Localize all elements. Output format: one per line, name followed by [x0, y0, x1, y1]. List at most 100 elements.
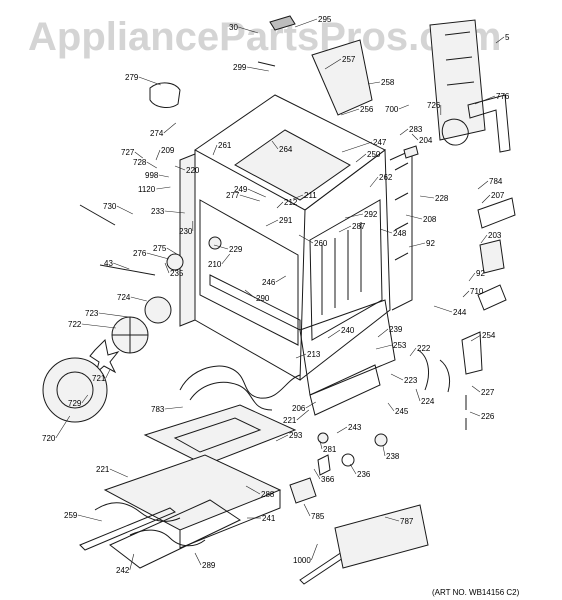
callout-783: 783 [151, 405, 165, 414]
leader-295 [294, 18, 318, 28]
leader-30 [238, 26, 259, 34]
callout-274: 274 [150, 129, 164, 138]
callout-729: 729 [68, 399, 82, 408]
oven-body [179, 94, 413, 396]
leader-247 [341, 141, 373, 153]
right-components [403, 145, 516, 430]
leader-785 [303, 503, 311, 517]
callout-726: 726 [427, 101, 441, 110]
leader-92 [468, 272, 476, 282]
callout-224: 224 [421, 397, 435, 406]
callout-289: 289 [202, 561, 216, 570]
leader-203 [480, 234, 488, 244]
callout-206: 206 [292, 404, 306, 413]
part-shapes-top [149, 15, 511, 153]
callout-253: 253 [393, 341, 407, 350]
callout-242: 242 [116, 566, 130, 575]
leader-262 [369, 176, 379, 188]
callout-92: 92 [476, 269, 485, 278]
leader-226 [469, 411, 481, 417]
callout-728: 728 [133, 158, 147, 167]
callout-276: 276 [133, 249, 147, 258]
leader-274 [163, 122, 176, 134]
callout-259: 259 [64, 511, 78, 520]
callout-223: 223 [404, 376, 418, 385]
callout-254: 254 [482, 331, 496, 340]
leader-227 [471, 385, 481, 393]
leader-211 [292, 194, 304, 200]
leader-722 [81, 323, 116, 329]
leader-240 [327, 329, 341, 339]
leader-293 [275, 434, 289, 442]
callout-238: 238 [386, 452, 400, 461]
watermark: AppliancePartsPros.com [28, 15, 502, 59]
leader-700 [398, 104, 409, 110]
callout-211: 211 [304, 191, 317, 200]
callout-221: 221 [96, 465, 110, 474]
callout-295: 295 [318, 15, 332, 24]
callout-261: 261 [218, 141, 232, 150]
callout-5: 5 [505, 33, 510, 42]
callout-275: 275 [153, 244, 167, 253]
callout-287: 287 [352, 222, 366, 231]
leader-206 [305, 401, 316, 409]
callout-290: 290 [256, 294, 270, 303]
lower-assembly [79, 364, 429, 585]
leader-1120 [156, 186, 171, 190]
leader-784 [477, 180, 489, 190]
callout-366: 366 [321, 475, 335, 484]
leader-236 [349, 463, 357, 475]
callout-43: 43 [104, 259, 113, 268]
callout-246: 246 [262, 278, 276, 287]
leader-212 [276, 201, 284, 209]
leader-220 [174, 165, 186, 171]
callout-245: 245 [395, 407, 409, 416]
leader-366 [313, 468, 321, 480]
leader-250 [355, 153, 367, 163]
callout-264: 264 [279, 145, 293, 154]
leader-244 [433, 305, 453, 313]
leader-724 [130, 296, 147, 302]
leader-730 [116, 205, 133, 215]
callout-260: 260 [314, 239, 328, 248]
callout-210: 210 [208, 260, 222, 269]
callout-785: 785 [311, 512, 325, 521]
leader-998 [158, 174, 169, 178]
leader-207 [481, 194, 491, 204]
callout-784: 784 [489, 177, 503, 186]
leader-253 [375, 344, 393, 350]
callout-222: 222 [417, 344, 431, 353]
callout-226: 226 [481, 412, 495, 421]
leader-221 [109, 468, 128, 478]
leader-292 [344, 213, 364, 219]
callout-292: 292 [364, 210, 378, 219]
callout-221: 221 [283, 416, 297, 425]
callout-208: 208 [423, 215, 437, 224]
leader-239 [377, 328, 389, 338]
leader-283 [399, 128, 409, 136]
leader-288 [245, 485, 261, 495]
leader-260 [298, 234, 314, 244]
leader-720 [55, 415, 71, 439]
leader-224 [415, 388, 421, 402]
callout-710: 710 [470, 287, 484, 296]
leader-228 [419, 195, 435, 199]
leader-245 [387, 402, 395, 412]
callout-1120: 1120 [138, 185, 156, 194]
callout-998: 998 [145, 171, 159, 180]
leader-1000 [311, 543, 318, 561]
callout-236: 236 [357, 470, 371, 479]
callout-244: 244 [453, 308, 467, 317]
callout-241: 241 [262, 514, 276, 523]
leader-210 [221, 253, 231, 265]
leader-209 [155, 149, 161, 161]
leader-242 [129, 553, 135, 571]
leader-275 [166, 247, 177, 255]
callout-239: 239 [389, 325, 403, 334]
callout-293: 293 [289, 431, 303, 440]
leader-223 [390, 373, 404, 381]
leader-208 [405, 214, 423, 220]
callout-207: 207 [491, 191, 505, 200]
